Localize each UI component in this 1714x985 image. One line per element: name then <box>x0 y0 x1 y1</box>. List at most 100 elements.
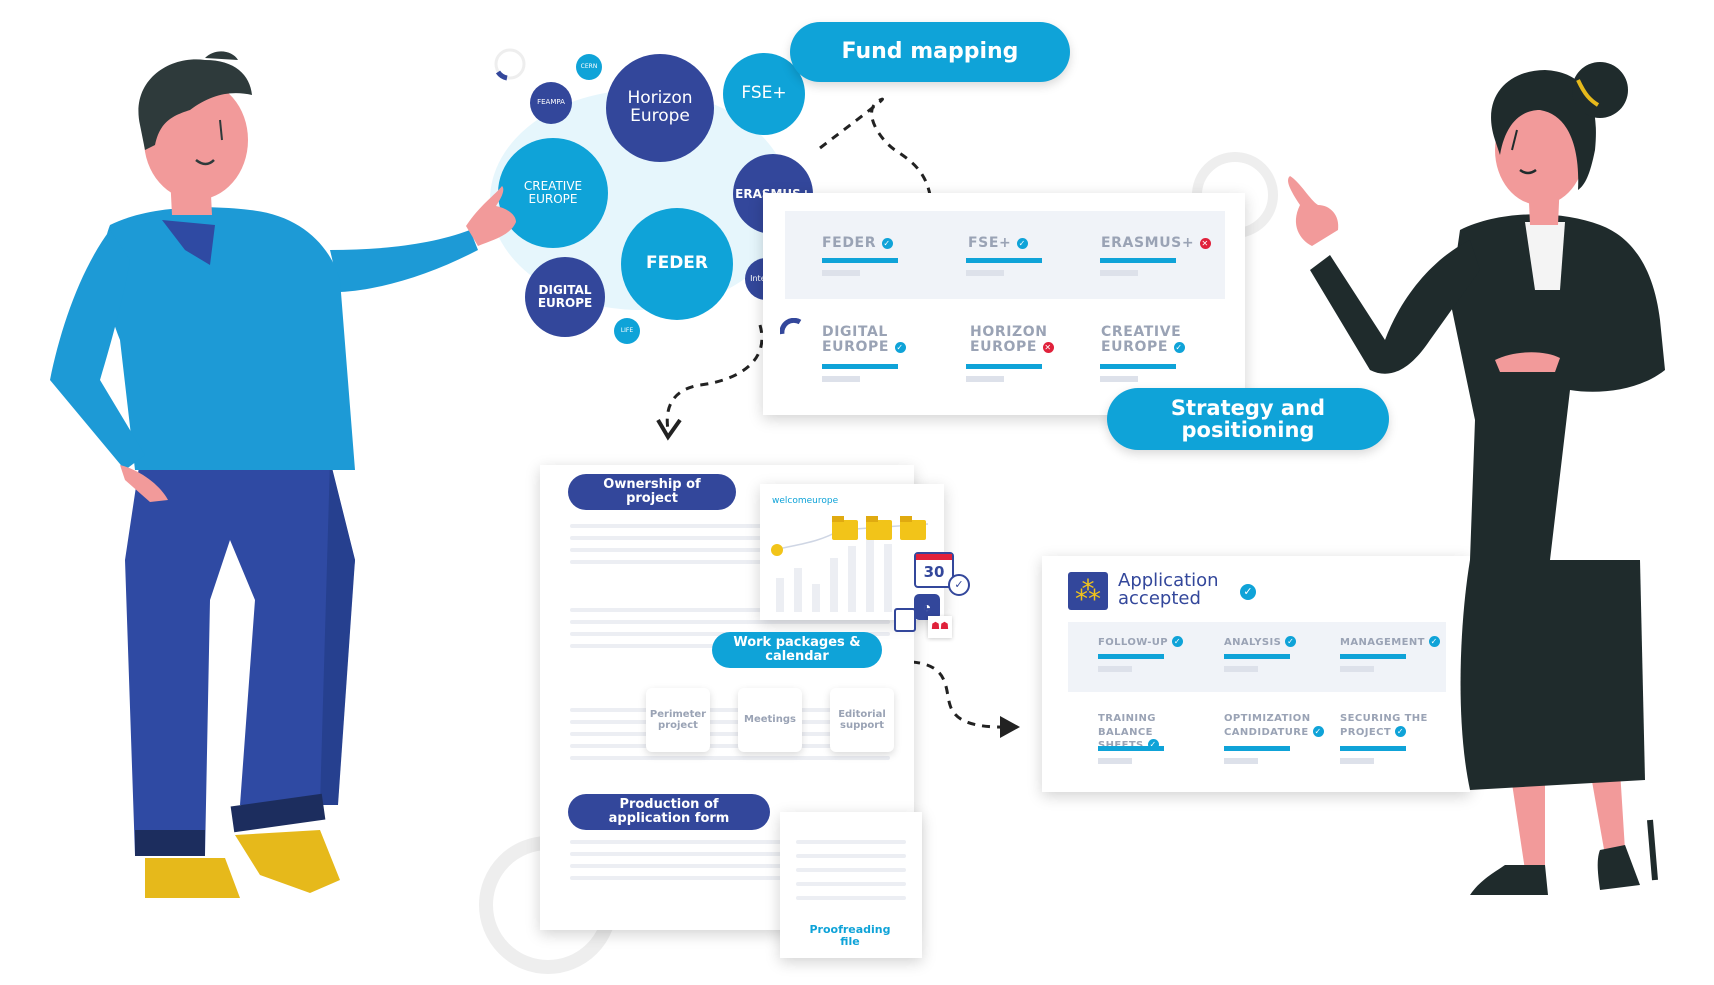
text-line <box>570 864 790 868</box>
text-line <box>570 708 890 712</box>
text-line <box>570 840 790 844</box>
bar <box>966 258 1042 263</box>
bar <box>1100 376 1138 382</box>
check-circle-icon: ✓ <box>948 574 970 596</box>
text-line <box>570 536 890 540</box>
bar <box>1100 364 1176 369</box>
text-line <box>796 840 906 844</box>
bar <box>1098 746 1164 751</box>
fund-mapping-label: Fund mapping <box>790 22 1070 82</box>
team-icon: ☗☗ <box>928 616 952 638</box>
task-training-balance-sheets: TRAINING BALANCE SHEETS ✓ <box>1098 713 1159 751</box>
bar <box>1224 758 1258 764</box>
bar <box>822 270 860 276</box>
pie-icon <box>780 318 802 335</box>
check-icon: ✓ <box>894 342 906 354</box>
check-icon: ✓ <box>1171 636 1183 647</box>
bar <box>822 376 860 382</box>
text-line <box>570 524 890 528</box>
bar <box>822 258 898 263</box>
text-line <box>796 896 906 900</box>
bar <box>1224 666 1258 672</box>
text-line <box>570 620 890 624</box>
task-securing-the-project: SECURING THE PROJECT ✓ <box>1340 713 1428 738</box>
document-icon <box>894 608 916 632</box>
text-line <box>796 868 906 872</box>
check-icon: ✓ <box>1173 342 1185 354</box>
bar <box>1098 666 1132 672</box>
bar <box>1098 758 1132 764</box>
check-icon: ✓ <box>1016 238 1028 249</box>
check-icon: ✓ <box>881 238 893 249</box>
calendar-icon: 30 <box>914 552 954 588</box>
bar <box>1340 746 1406 751</box>
check-icon: ✓ <box>1147 739 1159 750</box>
bubble-feampa: FEAMPA <box>530 82 572 124</box>
production-application-form-label: Production of application form <box>568 794 770 830</box>
title-check-icon: ✓ <box>1240 584 1256 600</box>
eu-flag-icon: ⁂ <box>1068 572 1108 610</box>
bar <box>822 364 898 369</box>
calendar-day: 30 <box>923 563 945 581</box>
brand-logo: welcomeurope <box>772 496 839 506</box>
cross-icon: ✕ <box>1199 238 1211 249</box>
bar <box>966 270 1004 276</box>
bar-chart-illustration <box>771 516 929 612</box>
bubble-horizon-europe: Horizon Europe <box>606 54 714 162</box>
bar <box>1340 654 1406 659</box>
text-line <box>570 548 890 552</box>
funds-card <box>763 193 1245 415</box>
text-line <box>796 882 906 886</box>
pie-chart-icon: ◔ <box>914 594 940 620</box>
bar <box>1100 270 1138 276</box>
fund-feder: FEDER ✓ <box>822 235 893 251</box>
editorial-support-tile: Editorial support <box>830 688 894 752</box>
bar <box>1340 758 1374 764</box>
text-line <box>570 756 890 760</box>
bubble-digital-europe: DIGITAL EUROPE <box>525 257 605 337</box>
check-icon: ✓ <box>1312 725 1324 737</box>
check-icon: ✓ <box>1428 636 1440 647</box>
bubble-life: LIFE <box>614 318 640 344</box>
task-management: MANAGEMENT ✓ <box>1340 636 1440 648</box>
fund-horizon-europe: HORIZON EUROPE ✕ <box>970 324 1054 356</box>
bar <box>1224 746 1290 751</box>
fund-creative-europe: CREATIVE EUROPE ✓ <box>1101 324 1185 356</box>
bar <box>966 376 1004 382</box>
fund-digital-europe: DIGITAL EUROPE ✓ <box>822 324 906 356</box>
bubble-fse-plus: FSE+ <box>723 53 805 135</box>
task-optimization-candidature: OPTIMIZATION CANDIDATURE ✓ <box>1224 713 1324 738</box>
cross-icon: ✕ <box>1042 342 1054 354</box>
application-accepted-card <box>1042 556 1470 792</box>
bar <box>966 364 1042 369</box>
task-analysis: ANALYSIS ✓ <box>1224 636 1297 648</box>
bar <box>1098 654 1164 659</box>
funds-row-highlight <box>785 211 1225 299</box>
perimeter-project-tile: Perimeter project <box>646 688 710 752</box>
text-line <box>570 876 790 880</box>
text-line <box>570 720 890 724</box>
work-packages-calendar-label: Work packages & calendar <box>712 632 882 668</box>
bar <box>1224 654 1290 659</box>
text-line <box>570 644 770 648</box>
application-accepted-title: Application accepted <box>1118 570 1219 609</box>
bar <box>1100 258 1176 263</box>
text-line <box>796 854 906 858</box>
text-line <box>570 744 890 748</box>
bar <box>1340 666 1374 672</box>
bubble-cern: CERN <box>576 54 602 80</box>
text-line <box>570 852 790 856</box>
ownership-of-project-label: Ownership of project <box>568 474 736 510</box>
text-line <box>570 560 890 564</box>
fund-fse-plus: FSE+ ✓ <box>968 235 1028 251</box>
text-line <box>570 732 890 736</box>
bubble-creative-europe: CREATIVE EUROPE <box>498 138 608 248</box>
task-follow-up: FOLLOW-UP ✓ <box>1098 636 1183 648</box>
proofreading-file-label: Proofreading file <box>809 923 891 948</box>
meetings-tile: Meetings <box>738 688 802 752</box>
check-icon: ✓ <box>1285 636 1297 647</box>
strategy-positioning-label: Strategy and positioning <box>1107 388 1389 450</box>
